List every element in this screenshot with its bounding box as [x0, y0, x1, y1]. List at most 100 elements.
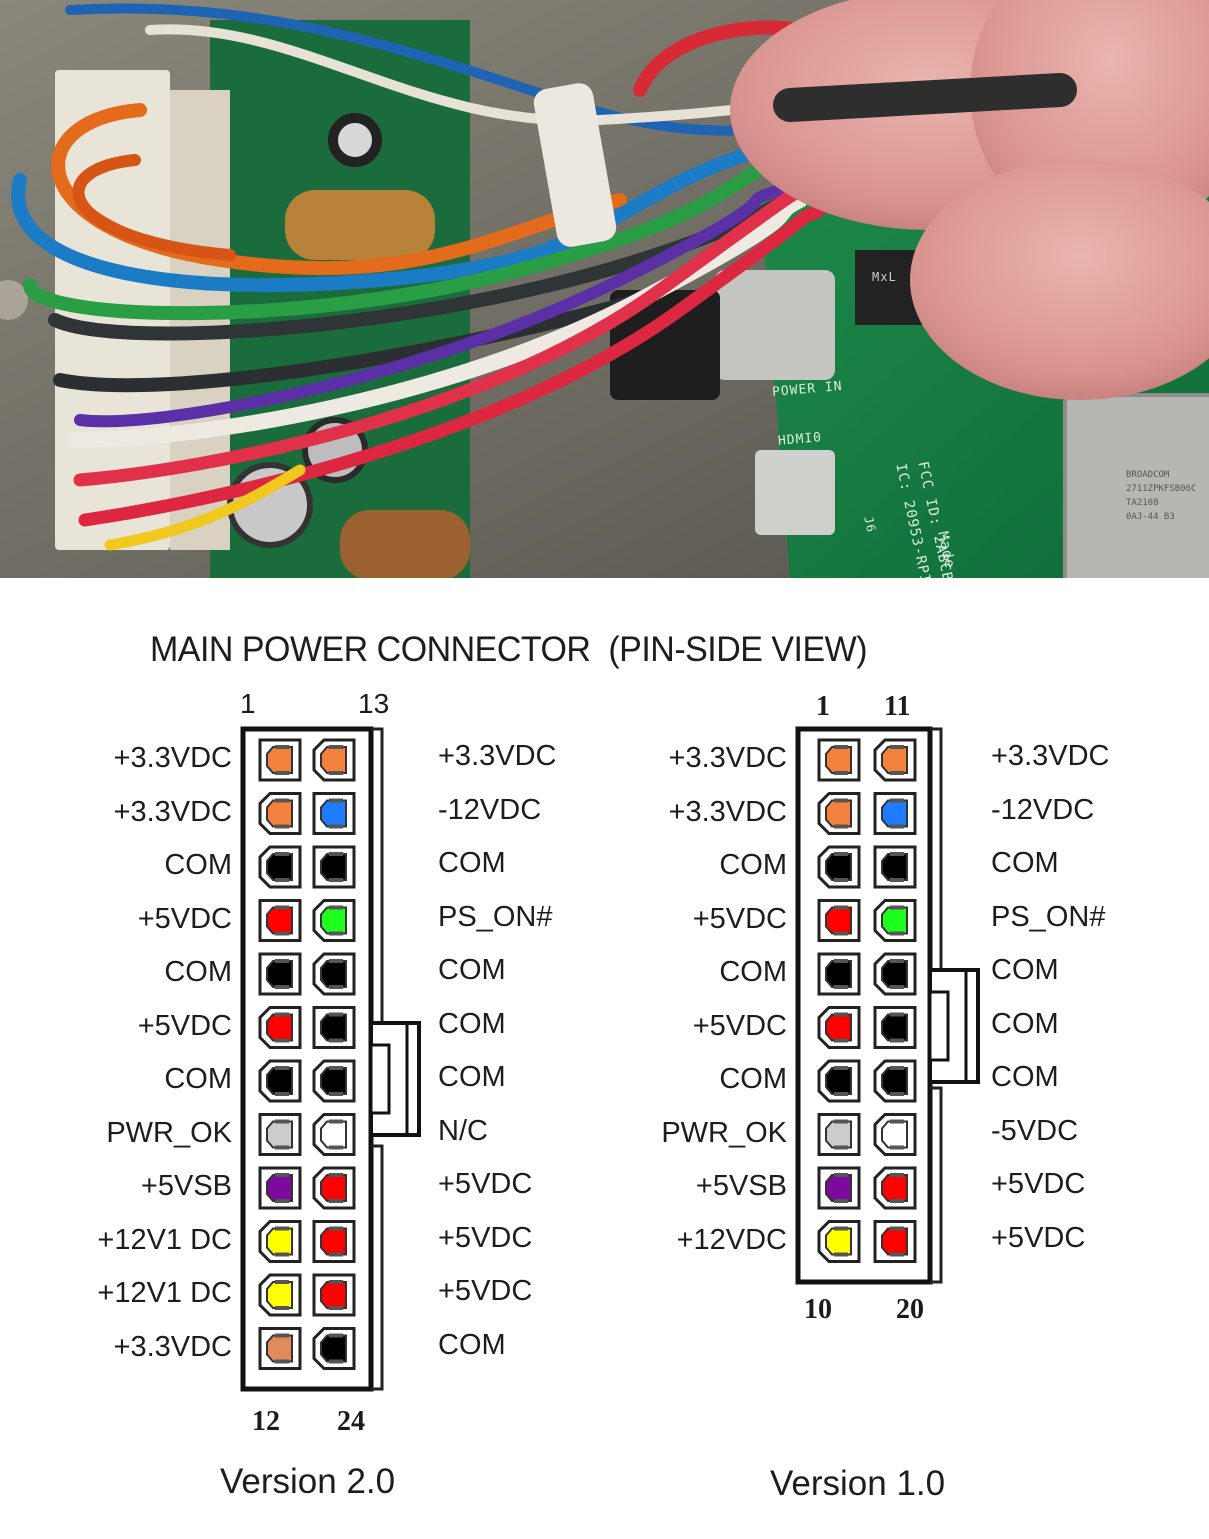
pin-number-20: 20 [896, 1294, 924, 1325]
connector-20-pin [795, 726, 980, 1285]
photo-raspberry-pi-psu-wiring: POWER IN HDMI0 FCC ID: 2ABCB-RPI4 IC: 20… [0, 0, 1209, 578]
pin-contact-black [320, 853, 347, 881]
pin-latch [275, 1145, 289, 1150]
pin-label-left: +5VDC [137, 1009, 232, 1042]
pcb-label-mxl: MxL [872, 270, 897, 284]
pin-contact-yellow [266, 1227, 293, 1256]
pin-right-11 [312, 1273, 356, 1317]
pin-latch [275, 1252, 289, 1257]
pin-latch [834, 798, 848, 803]
pin-contact-black [266, 1067, 293, 1095]
pin-latch [329, 1280, 343, 1284]
pin-label-left: +12V1 DC [97, 1223, 232, 1256]
pin-latch [890, 745, 904, 749]
pin-label-left: +5VDC [692, 902, 787, 935]
capacitor-small [328, 113, 382, 167]
pin-latch [275, 1119, 289, 1124]
pin-label-left: +5VDC [137, 902, 232, 935]
pin-left-4 [817, 899, 861, 942]
pin-left-5 [817, 952, 861, 996]
pin-latch [275, 798, 289, 803]
pin-right-5 [312, 952, 356, 996]
pin-right-5 [873, 952, 917, 996]
pin-latch [329, 1092, 343, 1096]
pin-latch [329, 771, 343, 775]
pin-latch [834, 1012, 848, 1017]
pin-latch [834, 1199, 848, 1203]
pin-contact-black [320, 960, 347, 988]
pin-number-1: 1 [816, 691, 830, 722]
pin-latch [834, 985, 848, 989]
pin-latch [890, 878, 904, 882]
pin-right-1 [873, 738, 917, 782]
pin-latch [834, 1173, 848, 1177]
pin-latch [275, 931, 289, 936]
pin-contact-purple [266, 1174, 293, 1202]
pin-latch [329, 1252, 343, 1257]
pin-latch [890, 1092, 904, 1096]
pin-latch [275, 1280, 289, 1284]
pin-contact-gray [266, 1120, 293, 1149]
pin-latch [329, 852, 343, 856]
pin-contact-blue [881, 799, 908, 828]
pin-latch [275, 985, 289, 989]
pin-label-right: -12VDC [438, 793, 542, 826]
pin-left-10 [258, 1220, 302, 1263]
pin-contact-black [825, 853, 852, 881]
pin-latch [834, 1066, 848, 1070]
pin-contact-black [320, 1013, 347, 1042]
pin-label-left: +3.3VDC [113, 795, 232, 828]
pin-latch [275, 1333, 289, 1338]
pin-left-1 [258, 738, 302, 782]
pin-contact-orange [825, 746, 852, 774]
pin-right-2 [873, 792, 917, 835]
pin-latch [329, 878, 343, 882]
pin-latch [329, 959, 343, 963]
pin-contact-tan [266, 1334, 293, 1363]
pin-latch [890, 1173, 904, 1177]
connector-24-pin [240, 726, 421, 1392]
pin-contact-black [266, 960, 293, 988]
usb-c-port [715, 270, 835, 380]
pin-latch [890, 905, 904, 910]
pin-latch [329, 1012, 343, 1017]
pin-right-10 [312, 1220, 356, 1263]
pin-latch [890, 798, 904, 803]
chip-line: BROADCOM [1126, 470, 1170, 480]
pin-right-3 [312, 845, 356, 889]
pin-contact-black [881, 1067, 908, 1095]
pin-latch [890, 1252, 904, 1257]
pin-right-1 [312, 738, 356, 782]
pin-label-right: -12VDC [991, 793, 1095, 826]
pin-left-10 [817, 1220, 861, 1263]
pin-latch [890, 1226, 904, 1231]
pin-right-7 [873, 1059, 917, 1103]
pin-latch [329, 1145, 343, 1150]
pin-right-6 [312, 1006, 356, 1049]
pin-contact-black [266, 853, 293, 881]
pin-contact-red [266, 906, 293, 935]
pin-label-right: COM [438, 847, 506, 879]
pin-right-6 [873, 1006, 917, 1049]
pin-latch [275, 905, 289, 910]
pin-latch [275, 878, 289, 882]
pin-label-right: +5VDC [438, 1221, 533, 1254]
broadcom-chip [1063, 393, 1209, 578]
chip-line: 0AJ-44 B3 [1126, 512, 1175, 522]
pin-left-3 [258, 845, 302, 889]
pin-left-6 [817, 1006, 861, 1049]
pin-left-2 [258, 792, 302, 835]
pin-label-right: COM [438, 954, 506, 986]
pin-label-left: +5VDC [692, 1009, 787, 1042]
pin-latch [329, 745, 343, 749]
connector-rail-bottom [371, 1144, 384, 1391]
pin-latch [890, 1066, 904, 1070]
pin-latch [890, 1038, 904, 1043]
pin-latch [834, 771, 848, 775]
pin-right-8 [873, 1113, 917, 1156]
pin-label-left: COM [719, 956, 787, 988]
heat-shrink-cable [773, 73, 1077, 122]
pin-latch [275, 1359, 289, 1364]
pin-contact-red [825, 1013, 852, 1042]
pin-label-right: +3.3VDC [991, 740, 1110, 772]
